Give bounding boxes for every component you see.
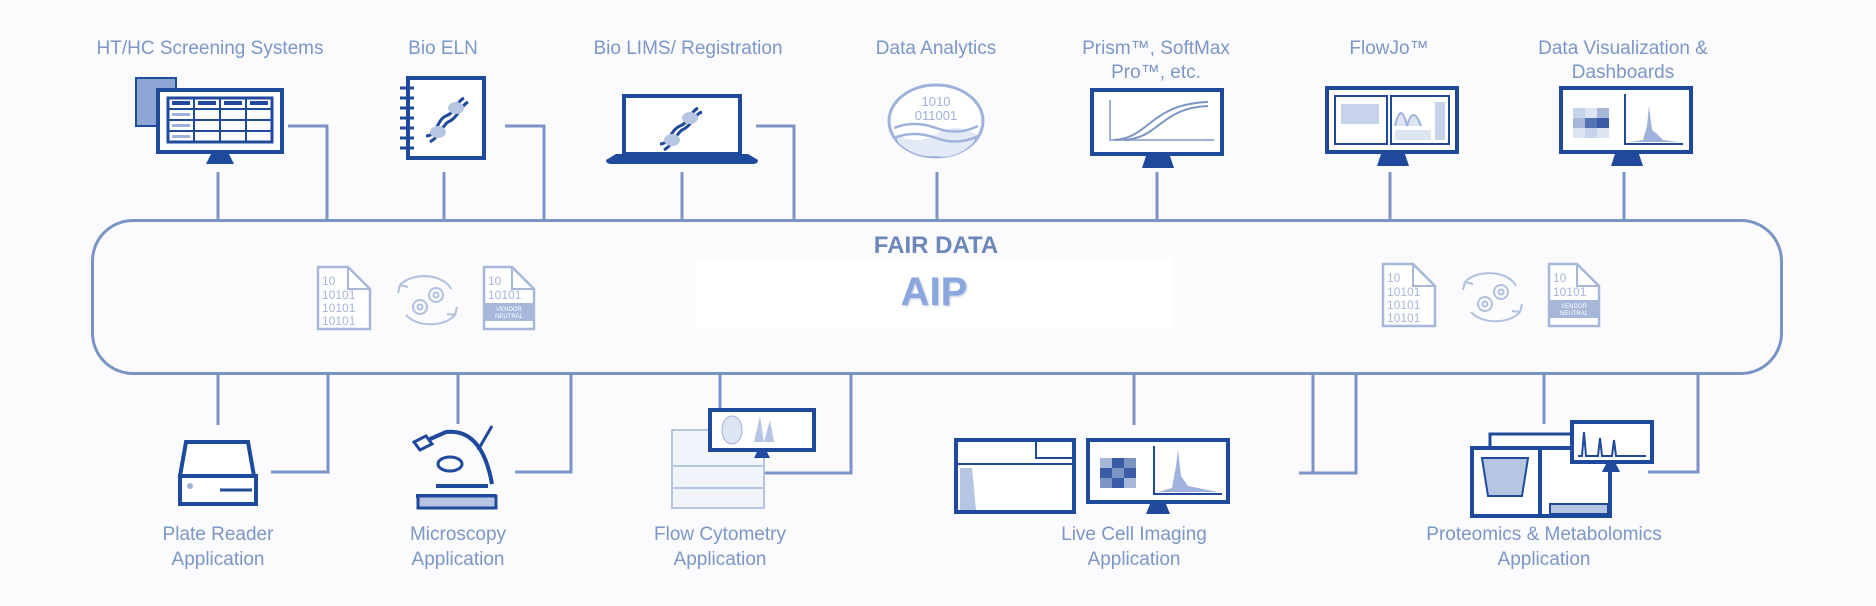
flowjo-monitor-icon xyxy=(1325,86,1459,166)
node-label: Application xyxy=(673,549,767,570)
raw-file-icon: 10 10101 10101 10101 xyxy=(316,265,372,331)
vendor-neutral-file-icon: 10 10101 VENDOR NEUTRAL xyxy=(482,265,536,331)
curve-monitor-icon xyxy=(1090,88,1224,168)
svg-text:10101: 10101 xyxy=(322,288,356,302)
svg-text:10: 10 xyxy=(488,274,502,288)
svg-text:NEUTRAL: NEUTRAL xyxy=(1560,311,1589,317)
live-cell-imager-icon xyxy=(954,438,1230,514)
hub-title: FAIR DATA xyxy=(873,232,999,259)
plate-reader-icon xyxy=(177,440,258,506)
gears-cycle-icon xyxy=(1462,272,1523,323)
node-label: Plate Reader xyxy=(162,524,274,545)
svg-text:10: 10 xyxy=(1387,271,1401,285)
node-label: Dashboards xyxy=(1571,62,1675,83)
data-conversion-group-right: 10 10101 10101 10101 10 10101 VENDOR NEU… xyxy=(1381,262,1601,328)
vendor-neutral-file-icon: 10 10101 VENDOR NEUTRAL xyxy=(1547,262,1601,328)
data-lake-icon: 1010 011001 xyxy=(887,83,985,159)
node-label: Pro™, etc. xyxy=(1111,62,1201,83)
svg-text:10101: 10101 xyxy=(322,301,356,315)
svg-text:10101: 10101 xyxy=(1553,285,1587,299)
fair-data-hub xyxy=(91,219,1783,375)
svg-text:VENDOR: VENDOR xyxy=(496,307,522,313)
svg-text:10101: 10101 xyxy=(1387,311,1421,325)
svg-text:10101: 10101 xyxy=(1387,298,1421,312)
mass-spec-icon xyxy=(1470,420,1654,518)
node-label: Live Cell Imaging xyxy=(1061,524,1207,545)
svg-text:1010: 1010 xyxy=(922,94,951,109)
node-label: HT/HC Screening Systems xyxy=(96,38,324,59)
gears-cycle-icon xyxy=(397,275,458,326)
dashboard-monitor-icon xyxy=(1559,86,1693,166)
node-label: Microscopy xyxy=(409,524,507,545)
svg-text:VENDOR: VENDOR xyxy=(1561,304,1587,310)
node-label: Bio LIMS/ Registration xyxy=(593,38,783,59)
svg-text:10101: 10101 xyxy=(488,288,522,302)
svg-text:NEUTRAL: NEUTRAL xyxy=(495,314,524,320)
laptop-dna-icon xyxy=(606,94,758,164)
svg-text:10101: 10101 xyxy=(322,314,356,328)
node-label: Application xyxy=(171,549,265,570)
node-label: Flow Cytometry xyxy=(654,524,786,545)
node-label: Application xyxy=(1497,549,1591,570)
svg-text:10: 10 xyxy=(322,274,336,288)
flow-cytometer-icon xyxy=(671,408,816,509)
microscope-icon xyxy=(412,425,498,510)
data-conversion-group-left: 10 10101 10101 10101 10 10101 VENDOR NEU… xyxy=(316,265,536,331)
svg-text:10101: 10101 xyxy=(1387,285,1421,299)
node-label: FlowJo™ xyxy=(1349,38,1429,59)
notebook-dna-icon xyxy=(400,76,486,160)
svg-text:10: 10 xyxy=(1553,271,1567,285)
node-label: Bio ELN xyxy=(408,38,478,59)
screening-monitor-icon xyxy=(135,77,284,164)
node-label: Application xyxy=(411,549,505,570)
aip-platform-label: AIP xyxy=(900,270,968,314)
raw-file-icon: 10 10101 10101 10101 xyxy=(1381,262,1437,328)
node-label: Data Visualization & xyxy=(1538,38,1708,59)
svg-text:011001: 011001 xyxy=(915,108,957,123)
aip-panel xyxy=(696,258,1172,328)
node-label: Proteomics & Metabolomics xyxy=(1426,524,1662,545)
node-label: Data Analytics xyxy=(875,38,997,59)
node-label: Application xyxy=(1087,549,1181,570)
node-label: Prism™, SoftMax xyxy=(1082,38,1230,59)
